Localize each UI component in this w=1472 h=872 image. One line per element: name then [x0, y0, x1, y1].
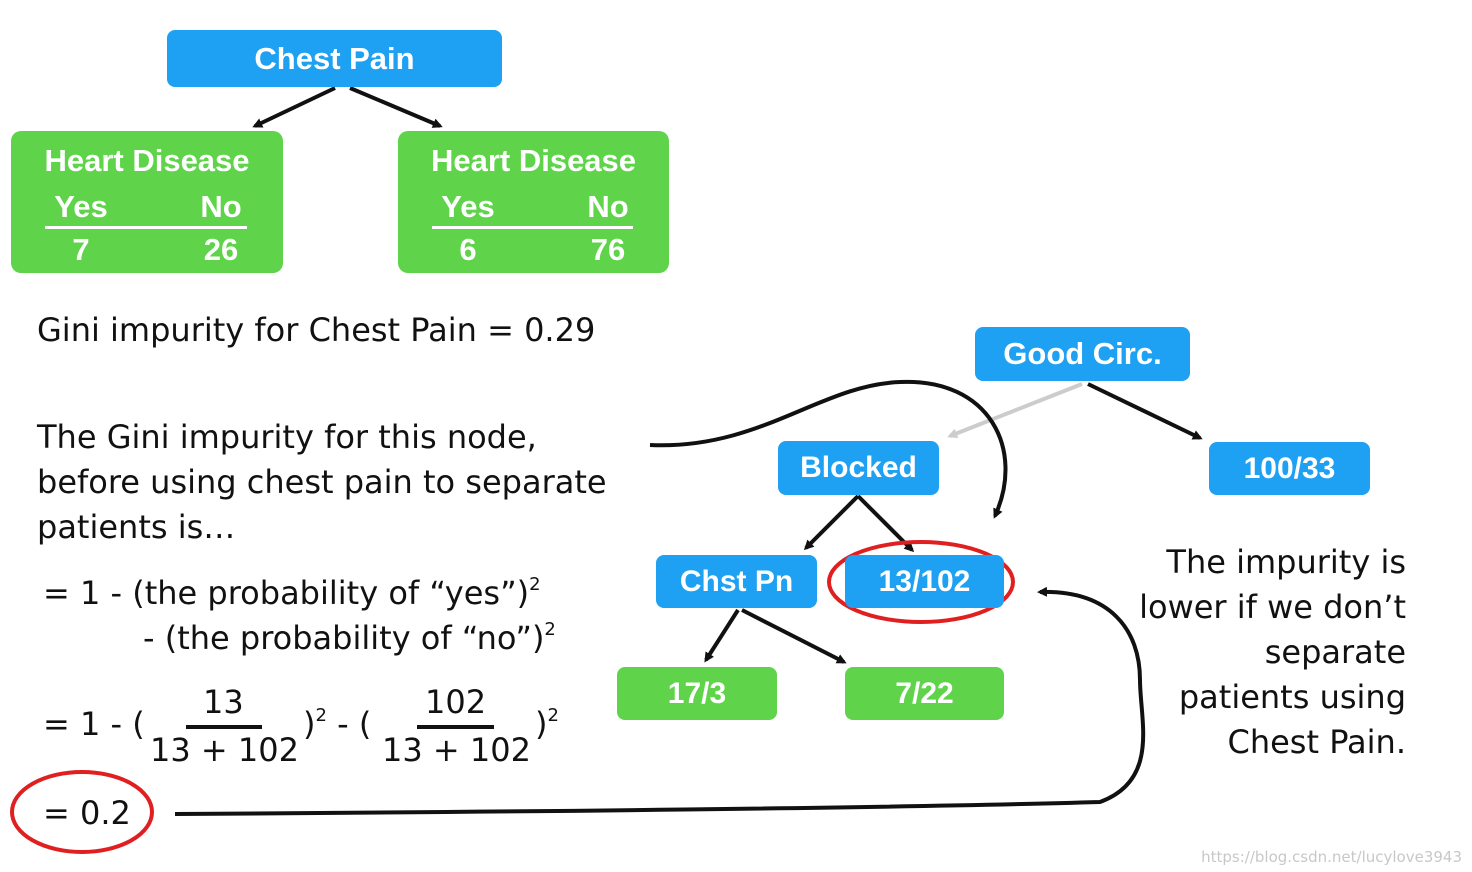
- yes-label: Yes: [441, 189, 495, 224]
- yes-count: 7: [72, 232, 90, 267]
- fraction-1-numerator: 13: [203, 683, 244, 721]
- formula-prefix: = 1 - (: [43, 705, 145, 743]
- note-line-2: lower if we don’t: [1139, 588, 1406, 626]
- watermark: https://blog.csdn.net/lucylove3943: [1201, 848, 1462, 866]
- formula-line-1-sup: 2: [529, 574, 541, 595]
- node-heart-disease-right: Heart Disease Yes No 6 76: [398, 131, 669, 273]
- edge-goodcirc-100-33: [1087, 382, 1203, 440]
- formula-end-paren: ): [535, 705, 548, 743]
- edge-root-left: [252, 86, 336, 128]
- edge-chstpn-7-22: [741, 608, 847, 664]
- node-good-circ: Good Circ.: [975, 327, 1190, 381]
- table-rule: [432, 226, 633, 229]
- fraction-2-numerator: 102: [425, 683, 487, 721]
- note-line-5: Chest Pain.: [1227, 723, 1406, 761]
- no-count: 76: [590, 232, 626, 267]
- node-7-22: 7/22: [845, 667, 1004, 720]
- formula-end-sup: 2: [547, 705, 559, 726]
- edge-chstpn-17-3: [704, 608, 740, 663]
- no-count: 26: [203, 232, 239, 267]
- formula-middle-close: ): [303, 705, 316, 743]
- curve-arrow-result: [174, 586, 1146, 816]
- yes-label: Yes: [54, 189, 108, 224]
- formula-line-2-text: - (the probability of “no”): [143, 619, 545, 657]
- formula-middle-sup: 2: [315, 705, 327, 726]
- no-label: No: [200, 189, 242, 224]
- formula-line-2-sup: 2: [544, 619, 556, 640]
- node-17-3: 17/3: [617, 667, 777, 720]
- yes-count: 6: [459, 232, 477, 267]
- highlight-ellipse-result: [10, 770, 154, 854]
- note-line-3: separate: [1264, 633, 1406, 671]
- edge-goodcirc-blocked: [947, 382, 1083, 439]
- formula-middle-text: - (: [326, 705, 372, 743]
- no-label: No: [587, 189, 629, 224]
- node-heart-disease-left: Heart Disease Yes No 7 26: [11, 131, 283, 273]
- explanation-line-1: The Gini impurity for this node,: [37, 418, 537, 456]
- edge-root-right: [349, 86, 443, 128]
- fraction-2-denominator: 13 + 102: [382, 731, 531, 769]
- formula-line-2: - (the probability of “no”)2: [143, 619, 556, 657]
- formula-result: = 0.2: [43, 794, 131, 832]
- heart-disease-title: Heart Disease: [430, 143, 637, 178]
- fraction-1-denominator: 13 + 102: [150, 731, 299, 769]
- heart-disease-title: Heart Disease: [44, 143, 250, 178]
- formula-middle: )2 - (: [303, 705, 371, 743]
- curve-arrow-node: [649, 379, 1008, 519]
- table-rule: [45, 226, 247, 229]
- formula-end: )2: [535, 705, 559, 743]
- node-chst-pn: Chst Pn: [656, 555, 817, 608]
- note-line-4: patients using: [1178, 678, 1406, 716]
- explanation-line-2: before using chest pain to separate: [37, 463, 607, 501]
- formula-line-1-text: = 1 - (the probability of “yes”): [43, 574, 530, 612]
- formula-line-1: = 1 - (the probability of “yes”)2: [43, 574, 541, 612]
- explanation-line-3: patients is…: [37, 508, 236, 546]
- node-13-102: 13/102: [845, 555, 1004, 608]
- node-100-33: 100/33: [1209, 442, 1370, 495]
- note-line-1: The impurity is: [1166, 543, 1406, 581]
- edge-blocked-chstpn: [803, 494, 860, 551]
- gini-chest-pain-text: Gini impurity for Chest Pain = 0.29: [37, 311, 596, 349]
- node-blocked: Blocked: [778, 441, 939, 495]
- node-chest-pain: Chest Pain: [167, 30, 502, 87]
- highlight-ellipse-13-102: [827, 540, 1015, 624]
